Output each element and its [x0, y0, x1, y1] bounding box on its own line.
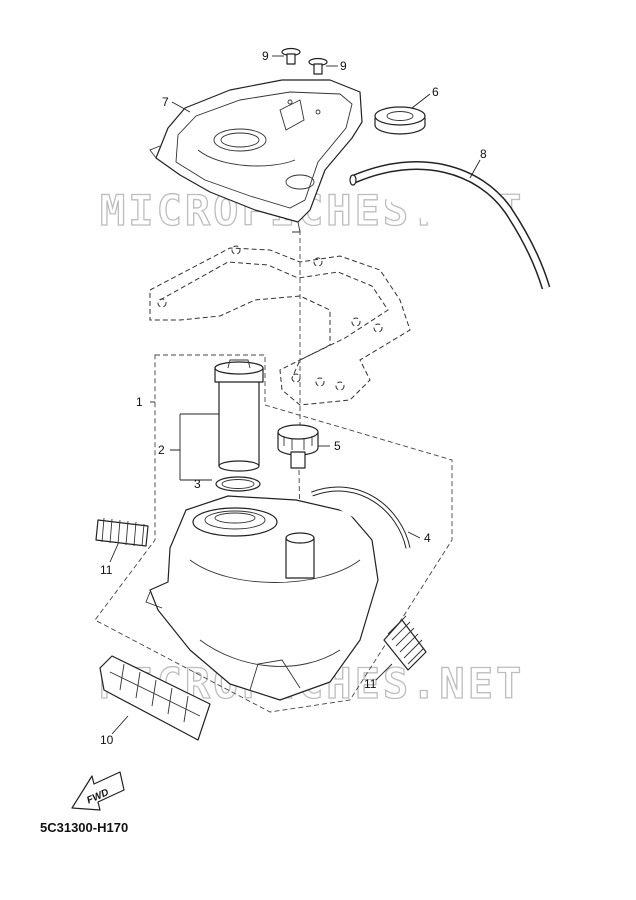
tank-cover	[149, 79, 363, 233]
callout-11a: 11	[100, 563, 113, 577]
leader-lines	[109, 55, 481, 735]
callout-11b: 11	[364, 677, 377, 691]
callout-8: 8	[480, 147, 487, 161]
screw-part-9a	[281, 47, 301, 65]
callout-3: 3	[194, 477, 201, 491]
pad-part-10	[99, 655, 211, 741]
callout-4: 4	[424, 531, 431, 545]
callouts: 7 9 9 6 8 1 2 3 5 4 11 11 10	[100, 49, 487, 747]
screw-part-9b	[308, 57, 328, 75]
callout-5: 5	[334, 439, 341, 453]
callout-2: 2	[158, 443, 165, 457]
callout-9a: 9	[262, 49, 269, 63]
filler-cap-part-5	[277, 424, 319, 469]
diagram-code: 5C31300-H170	[40, 820, 129, 835]
frame-outline	[149, 245, 411, 406]
fwd-arrow: FWD	[71, 771, 125, 811]
fuel-tank-part-4	[145, 486, 411, 701]
callout-6: 6	[432, 85, 439, 99]
fuel-pump-part-2	[214, 359, 264, 472]
damper-part-11b	[383, 615, 427, 671]
o-ring-part-3	[215, 476, 261, 492]
callout-10: 10	[100, 733, 114, 747]
assembly-boundary	[94, 354, 453, 713]
callout-1: 1	[136, 395, 143, 409]
damper-part-11a	[95, 517, 149, 547]
hose-part-8	[349, 161, 551, 290]
callout-7: 7	[162, 95, 169, 109]
callout-9b: 9	[340, 59, 347, 73]
grommet-part-6	[374, 106, 426, 135]
